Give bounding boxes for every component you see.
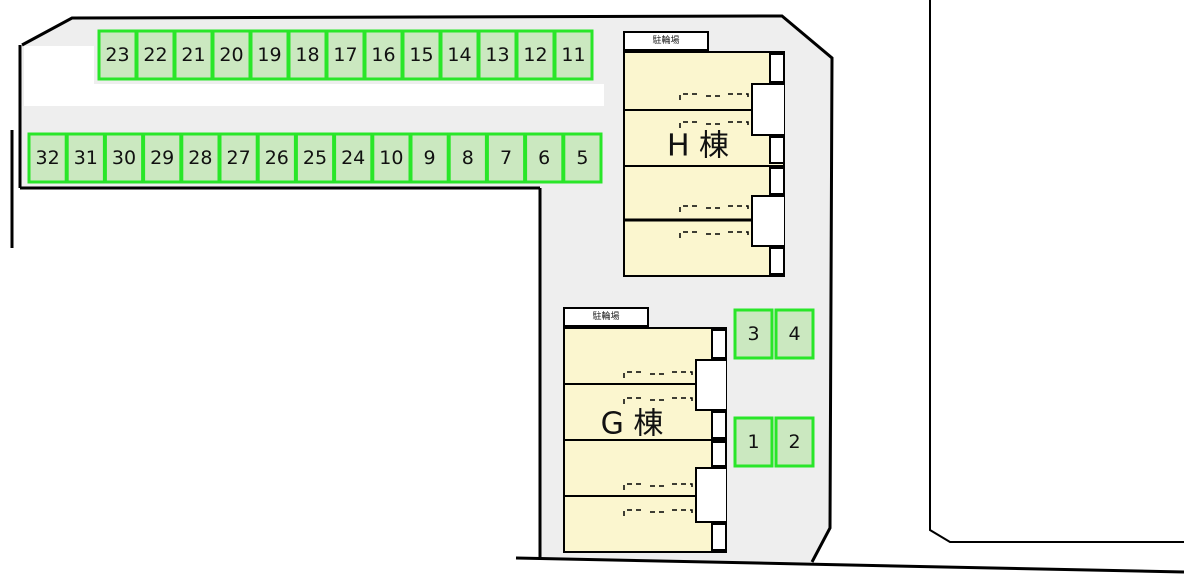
building-g-door bbox=[711, 411, 727, 439]
parking-space bbox=[562, 132, 603, 184]
neighbor-plot-outline bbox=[929, 0, 1184, 543]
parking-row-top: 23 22 21 20 19 18 17 16 15 14 13 12 11 bbox=[97, 29, 594, 81]
parking-space-number: 10 bbox=[379, 147, 403, 169]
building-g-bike-parking-label: 駐輪場 bbox=[592, 310, 619, 322]
parking-space-number: 2 bbox=[788, 431, 800, 453]
parking-space-number: 32 bbox=[36, 147, 60, 169]
parking-space-number: 11 bbox=[561, 44, 585, 66]
parking-space bbox=[774, 416, 815, 468]
parking-space-number: 5 bbox=[576, 147, 588, 169]
parking-space bbox=[447, 132, 488, 184]
parking-space bbox=[553, 29, 594, 81]
parking-space-number: 1 bbox=[747, 431, 759, 453]
parking-space-number: 12 bbox=[523, 44, 547, 66]
parking-space-number: 16 bbox=[371, 44, 395, 66]
parking-space bbox=[363, 29, 404, 81]
parking-row-bottom: 32 31 30 29 28 27 26 25 24 10 9 8 7 6 5 bbox=[27, 132, 603, 184]
parking-space bbox=[733, 308, 774, 360]
parking-space-number: 6 bbox=[538, 147, 550, 169]
parking-space-number: 19 bbox=[257, 44, 281, 66]
building-g-label: G 棟 bbox=[601, 407, 664, 442]
parking-space bbox=[524, 132, 565, 184]
parking-space bbox=[256, 132, 297, 184]
parking-space-number: 8 bbox=[462, 147, 474, 169]
building-h-label: H 棟 bbox=[667, 129, 729, 164]
parking-space-number: 7 bbox=[500, 147, 512, 169]
parking-space bbox=[27, 132, 68, 184]
building-h-door bbox=[769, 53, 785, 83]
parking-space-number: 17 bbox=[333, 44, 357, 66]
building-g-bike-parking-box bbox=[563, 307, 649, 327]
parking-space-number: 24 bbox=[341, 147, 365, 169]
building-h-fixtures bbox=[679, 93, 749, 238]
parking-space bbox=[515, 29, 556, 81]
parking-space-number: 30 bbox=[112, 147, 136, 169]
parking-space bbox=[774, 308, 815, 360]
building-g-notch-upper bbox=[695, 359, 726, 411]
parking-space bbox=[142, 132, 183, 184]
parking-space bbox=[249, 29, 290, 81]
building-h-door bbox=[769, 136, 785, 164]
parking-space-number: 25 bbox=[303, 147, 327, 169]
parking-space-number: 18 bbox=[295, 44, 319, 66]
parking-space bbox=[325, 29, 366, 81]
parking-space-number: 28 bbox=[188, 147, 212, 169]
top-left-corner-strip bbox=[24, 46, 94, 106]
parking-space bbox=[371, 132, 412, 184]
building-h: H 棟 駐輪場 bbox=[623, 31, 785, 277]
parking-space-number: 21 bbox=[181, 44, 205, 66]
building-h-door bbox=[769, 247, 785, 275]
parking-space bbox=[477, 29, 518, 81]
building-h-bike-parking-box bbox=[623, 31, 709, 51]
parking-space bbox=[135, 29, 176, 81]
parking-space bbox=[439, 29, 480, 81]
building-h-notch-upper bbox=[751, 83, 784, 136]
building-g-door bbox=[711, 329, 727, 359]
parking-space-number: 29 bbox=[150, 147, 174, 169]
parking-space-number: 3 bbox=[747, 323, 759, 345]
parking-space-number: 27 bbox=[227, 147, 251, 169]
parking-space-number: 4 bbox=[788, 323, 800, 345]
lot-outline bbox=[21, 14, 834, 563]
top-row-strip bbox=[24, 84, 604, 106]
parking-space-number: 15 bbox=[409, 44, 433, 66]
building-h-door bbox=[769, 167, 785, 195]
building-g: G 棟 駐輪場 bbox=[563, 307, 727, 553]
building-h-notch-lower bbox=[751, 195, 784, 247]
parking-space bbox=[485, 132, 527, 184]
parking-space-number: 31 bbox=[74, 147, 98, 169]
building-g-notch-lower bbox=[695, 467, 726, 523]
building-g-door bbox=[711, 441, 727, 467]
building-g-door bbox=[711, 523, 727, 551]
parking-space-number: 23 bbox=[105, 44, 129, 66]
parking-space bbox=[287, 29, 328, 81]
building-g-fixtures bbox=[623, 371, 693, 516]
parking-space-number: 14 bbox=[447, 44, 471, 66]
parking-space bbox=[294, 132, 336, 184]
parking-space bbox=[733, 416, 774, 468]
parking-space-number: 13 bbox=[485, 44, 509, 66]
road-line bbox=[515, 556, 1184, 574]
parking-space-number: 9 bbox=[424, 147, 436, 169]
parking-space-number: 26 bbox=[265, 147, 289, 169]
parking-space-number: 22 bbox=[143, 44, 167, 66]
building-h-bike-parking-label: 駐輪場 bbox=[652, 34, 679, 46]
parking-space-number: 20 bbox=[219, 44, 243, 66]
